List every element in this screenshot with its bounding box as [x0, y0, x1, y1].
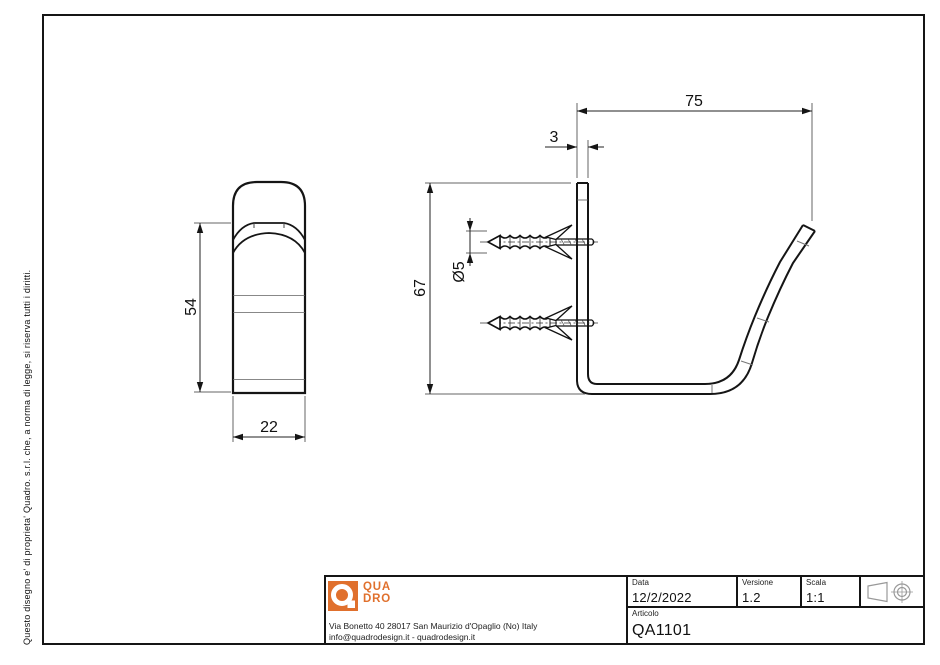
front-view-outline	[231, 180, 307, 395]
bend-tick	[756, 317, 770, 323]
hook-outer-contour	[576, 183, 816, 395]
bend-tick	[796, 240, 810, 247]
field-versione: Versione 1.2	[738, 577, 802, 606]
dim-label-22: 22	[260, 419, 278, 436]
title-block-fields: Data 12/2/2022 Versione 1.2 Scala 1:1	[628, 577, 923, 643]
dim-label-54: 54	[183, 298, 200, 316]
dimension-screw-diameter: Ø5	[451, 218, 487, 283]
front-view: 54 22	[183, 180, 307, 442]
dim-label-67: 67	[412, 279, 429, 297]
title-block-brand-cell: QUA DRO Via Bonetto 40 28017 San Maurizi…	[326, 577, 628, 643]
dim-label-3: 3	[550, 129, 559, 146]
field-versione-value: 1.2	[742, 590, 761, 605]
company-address: Via Bonetto 40 28017 San Maurizio d'Opag…	[329, 621, 537, 643]
field-articolo-label: Articolo	[632, 609, 659, 618]
brand-name-line2: DRO	[363, 592, 391, 605]
field-scala: Scala 1:1	[802, 577, 861, 606]
field-data-label: Data	[632, 578, 649, 587]
dimension-front-height: 54	[183, 222, 231, 393]
hook-tip-upper-arc	[232, 222, 306, 241]
wall-anchor-bottom	[479, 305, 599, 341]
field-data-value: 12/2/2022	[632, 590, 692, 605]
address-line1: Via Bonetto 40 28017 San Maurizio d'Opag…	[329, 621, 538, 631]
field-scala-label: Scala	[806, 578, 827, 587]
bend-tick	[740, 360, 754, 366]
field-versione-label: Versione	[742, 578, 774, 587]
hook-inner-contour	[587, 183, 804, 385]
projection-symbol-cell	[861, 577, 923, 606]
wall-anchor-top	[479, 224, 599, 260]
brand-name: QUA DRO	[363, 581, 391, 605]
address-line2: info@quadrodesign.it - quadrodesign.it	[329, 632, 476, 642]
brand-name-line1: QUA	[363, 581, 391, 593]
hook-tip-cap	[802, 224, 816, 232]
hook-tip-lower-arc	[232, 232, 306, 254]
first-angle-projection-icon	[867, 581, 913, 603]
side-view: 75 3 67	[412, 93, 816, 395]
dimension-side-height: 67	[412, 182, 585, 395]
field-articolo-value: QA1101	[632, 622, 692, 639]
dim-label-diameter-5: Ø5	[451, 261, 468, 282]
dimension-plate-thickness: 3	[545, 129, 604, 178]
quadro-logo-icon	[328, 581, 358, 611]
field-scala-value: 1:1	[806, 590, 825, 605]
dimension-front-width: 22	[232, 396, 306, 442]
dimension-side-depth: 75	[576, 93, 813, 221]
field-data: Data 12/2/2022	[628, 577, 738, 606]
dim-label-75: 75	[685, 93, 703, 110]
field-articolo: Articolo QA1101	[628, 608, 923, 643]
title-block: QUA DRO Via Bonetto 40 28017 San Maurizi…	[324, 575, 925, 645]
title-block-row-1: Data 12/2/2022 Versione 1.2 Scala 1:1	[628, 577, 923, 608]
